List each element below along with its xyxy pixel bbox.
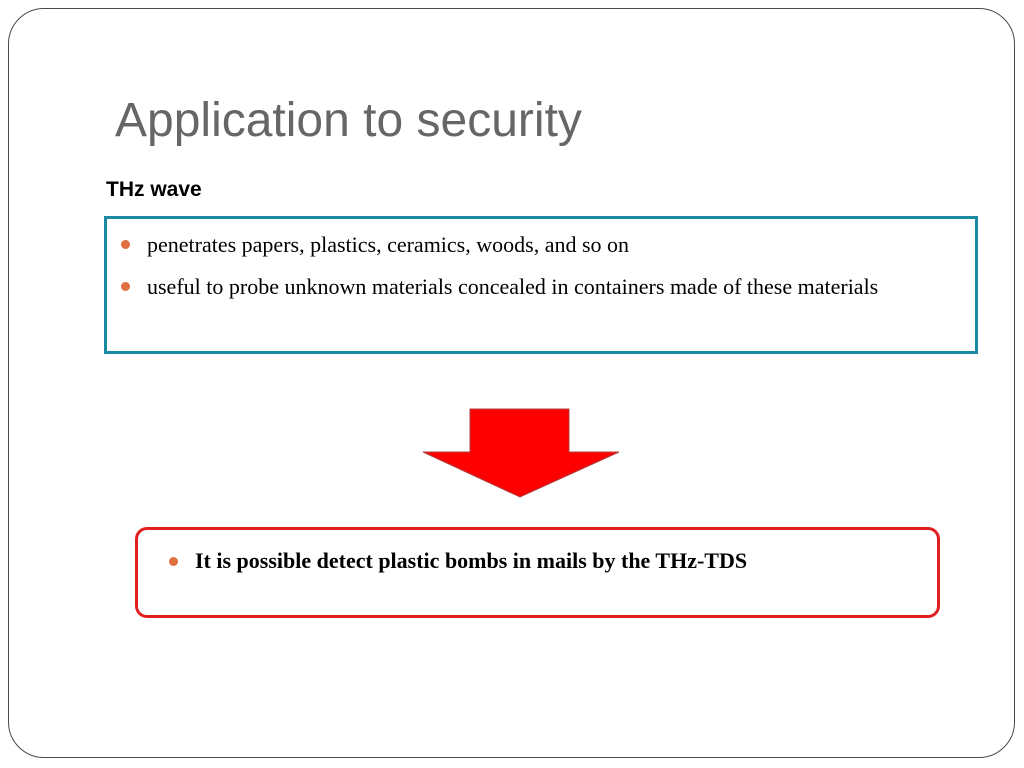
list-item: useful to probe unknown materials concea… (121, 270, 945, 303)
conclusion-list: It is possible detect plastic bombs in m… (169, 546, 877, 575)
properties-list: penetrates papers, plastics, ceramics, w… (121, 228, 945, 303)
properties-box: penetrates papers, plastics, ceramics, w… (104, 216, 978, 354)
conclusion-text: It is possible detect plastic bombs in m… (195, 548, 748, 573)
list-item: It is possible detect plastic bombs in m… (169, 546, 877, 575)
list-item-text: penetrates papers, plastics, ceramics, w… (147, 232, 630, 257)
bullet-icon (121, 282, 130, 291)
slide-title: Application to security (115, 94, 582, 147)
conclusion-box: It is possible detect plastic bombs in m… (135, 527, 940, 618)
slide: Application to security THz wave penetra… (8, 8, 1015, 758)
down-arrow-shape (422, 408, 620, 498)
bullet-icon (169, 557, 178, 566)
list-item: penetrates papers, plastics, ceramics, w… (121, 228, 945, 261)
down-arrow-icon (422, 408, 620, 498)
bullet-icon (121, 240, 130, 249)
subtitle: THz wave (106, 178, 202, 201)
list-item-text: useful to probe unknown materials concea… (147, 274, 879, 299)
